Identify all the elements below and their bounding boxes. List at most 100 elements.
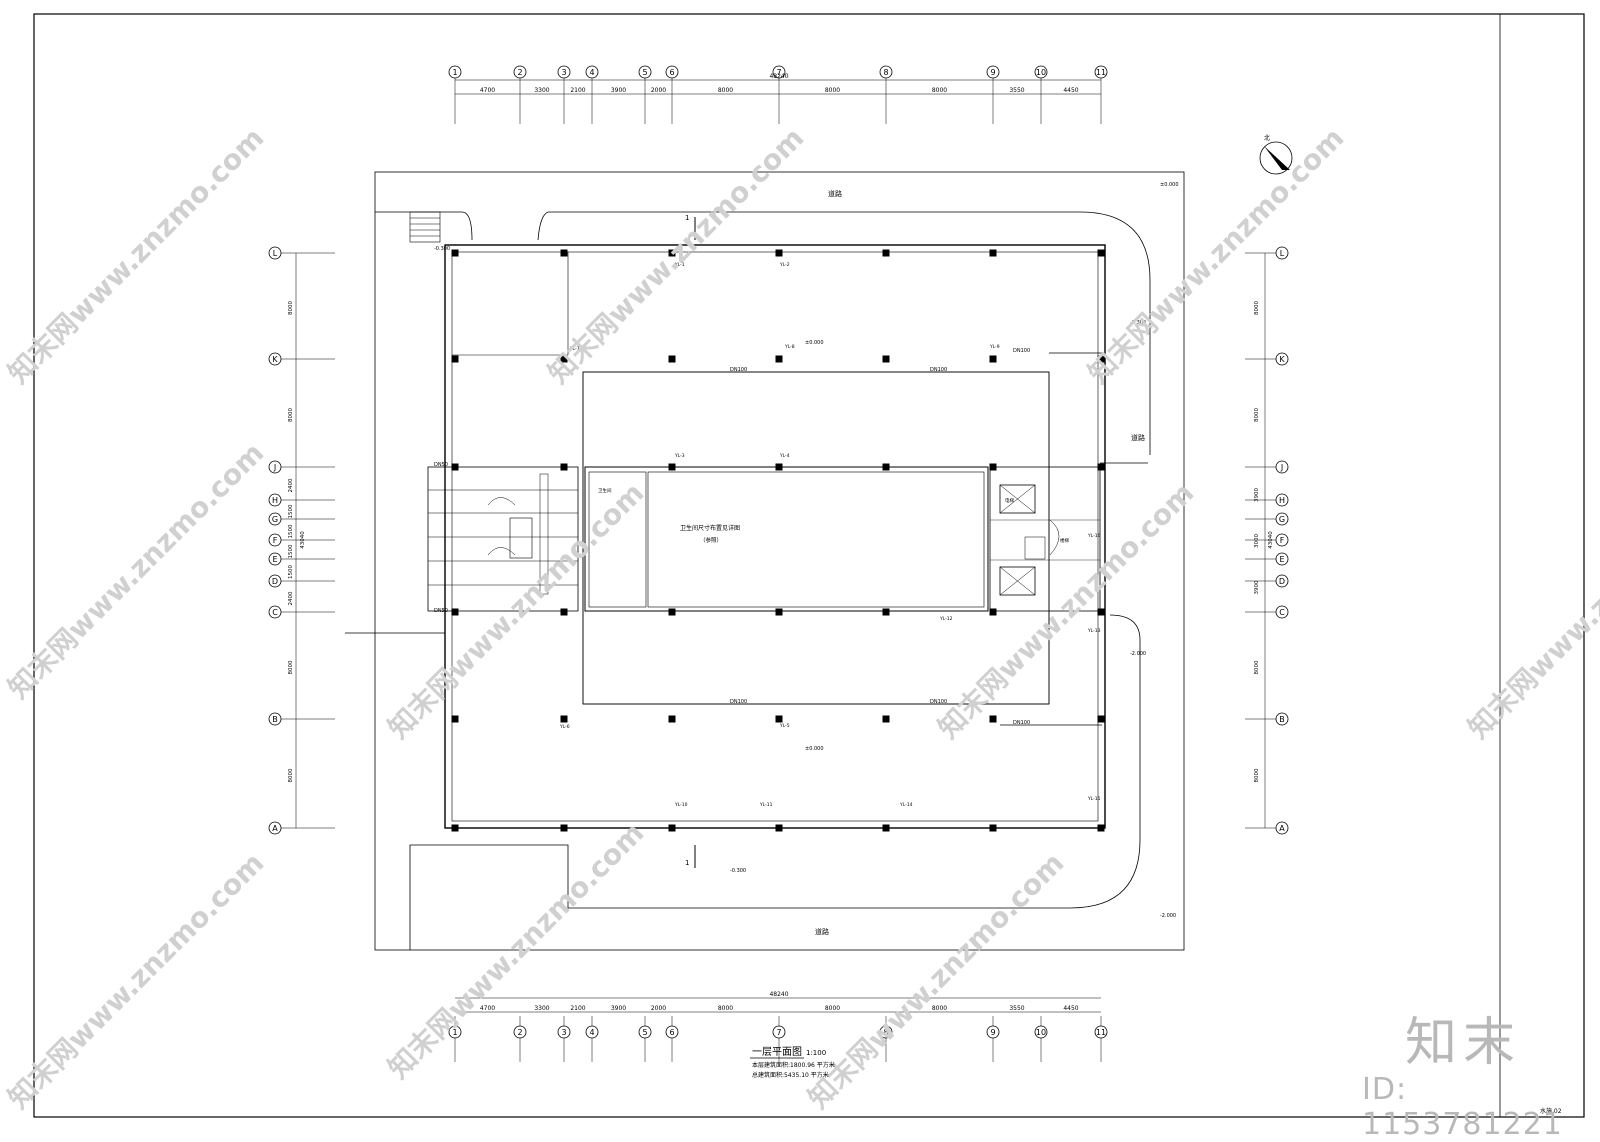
axis-bubble xyxy=(1275,605,1289,619)
column xyxy=(451,249,459,257)
axis-label: J xyxy=(273,463,276,472)
axis-bubble xyxy=(1275,493,1289,507)
dimension-value: 2000 xyxy=(651,87,666,94)
dimension-value: 4700 xyxy=(480,87,495,94)
axis-label: A xyxy=(1279,824,1285,833)
entrance-stair-icon xyxy=(409,211,441,243)
elevator-2-icon xyxy=(999,566,1036,596)
axis-label: L xyxy=(1280,249,1285,258)
column xyxy=(1097,715,1105,723)
riser-label-group: YL-1 YL-2 YL-3 YL-4 YL-5 YL-6 YL-7 YL-8 … xyxy=(559,262,1101,808)
axis-bubble xyxy=(986,1025,1000,1039)
axis-label: 10 xyxy=(1036,1028,1046,1037)
brand-logo: 知末 xyxy=(1405,1013,1522,1073)
road-top-right xyxy=(548,211,1151,455)
axis-bubble xyxy=(268,533,282,547)
road-top-entry xyxy=(537,211,549,241)
riser-label: YL-5 xyxy=(779,723,790,729)
axis-label: 10 xyxy=(1036,68,1046,77)
dimension-value: 3900 xyxy=(611,1005,626,1012)
column xyxy=(989,463,997,471)
axis-bubble xyxy=(772,65,786,79)
axis-bubble xyxy=(1094,1025,1108,1039)
axis-label: 2 xyxy=(517,1028,522,1037)
section-mark: 1 xyxy=(685,859,689,867)
area-line-1: 本层建筑面积:1800.96 平方米 xyxy=(752,1061,835,1069)
stair-label: 楼梯 xyxy=(1060,537,1069,544)
column xyxy=(451,463,459,471)
dimension-value: 3550 xyxy=(1009,1005,1024,1012)
pump-room xyxy=(452,252,569,356)
axis-bubble xyxy=(268,493,282,507)
dimension-value: 2400 xyxy=(288,591,294,605)
dimension-value: 8000 xyxy=(1254,301,1260,315)
road-label: 道路 xyxy=(1131,433,1145,442)
riser-label: YL-11 xyxy=(759,802,773,808)
column xyxy=(882,249,890,257)
dimension-value: 8000 xyxy=(1254,768,1260,782)
dimension-value: 8000 xyxy=(288,301,294,315)
pipe-label: DN100 xyxy=(930,699,947,705)
column xyxy=(775,608,783,616)
axis-label: D xyxy=(272,577,278,586)
column xyxy=(882,715,890,723)
elevation-label: ±0.000 xyxy=(805,746,824,752)
column xyxy=(668,715,676,723)
axis-label: H xyxy=(1279,496,1285,505)
elevator-1-icon xyxy=(999,484,1036,514)
north-label: 北 xyxy=(1264,134,1270,142)
axis-bubble xyxy=(268,574,282,588)
dimension-value: 2100 xyxy=(570,87,585,94)
axis-bubble xyxy=(1275,246,1289,260)
column xyxy=(560,355,568,363)
dimension-value: 3900 xyxy=(611,87,626,94)
dimension-value: 3000 xyxy=(1254,534,1260,548)
riser-label: YL-7 xyxy=(569,346,580,352)
axis-label: 1 xyxy=(452,68,457,77)
site-boundary xyxy=(374,171,1185,951)
axis-label: 5 xyxy=(642,1028,647,1037)
axis-bubble xyxy=(1275,574,1289,588)
axis-bubble xyxy=(1275,533,1289,547)
drawing-title: 一层平面图 xyxy=(752,1046,802,1058)
axis-bubble xyxy=(1034,1025,1048,1039)
axis-bubble xyxy=(448,65,462,79)
dimension-value: 8000 xyxy=(932,1005,947,1012)
column xyxy=(989,824,997,832)
water-pipes xyxy=(345,352,1148,726)
axis-label: F xyxy=(273,536,278,545)
right-core-wing xyxy=(989,466,1101,612)
axis-bubble xyxy=(665,1025,679,1039)
axis-bubble xyxy=(448,1025,462,1039)
riser-label: YL-6 xyxy=(559,724,570,730)
column xyxy=(775,463,783,471)
axis-bubble xyxy=(1275,352,1289,366)
axis-label: 3 xyxy=(561,68,566,77)
axis-label: K xyxy=(1279,355,1285,364)
total-dimension: 43040 xyxy=(1268,531,1274,549)
axis-bubble xyxy=(268,512,282,526)
axis-bubble xyxy=(268,246,282,260)
dimension-value: 3900 xyxy=(1254,488,1260,502)
column xyxy=(882,463,890,471)
riser-label: YL-10 xyxy=(674,802,688,808)
wc-block xyxy=(588,471,647,608)
riser-label: YL-12 xyxy=(939,616,953,622)
dimension-value: 4700 xyxy=(480,1005,495,1012)
axis-label: E xyxy=(272,555,277,564)
axis-bubble xyxy=(665,65,679,79)
elevation-label: ±0.000 xyxy=(805,340,824,346)
axis-label: 2 xyxy=(517,68,522,77)
riser-label: YL-8 xyxy=(784,344,795,350)
axis-label: L xyxy=(273,249,278,258)
column xyxy=(560,463,568,471)
elevator-label: 电梯 xyxy=(1005,497,1014,504)
column xyxy=(1097,249,1105,257)
column xyxy=(775,249,783,257)
sheet-frame xyxy=(33,13,1585,1118)
total-dimension: 48240 xyxy=(769,73,788,80)
toilet-label: 卫生间 xyxy=(598,487,612,494)
dimension-value: 8000 xyxy=(825,87,840,94)
